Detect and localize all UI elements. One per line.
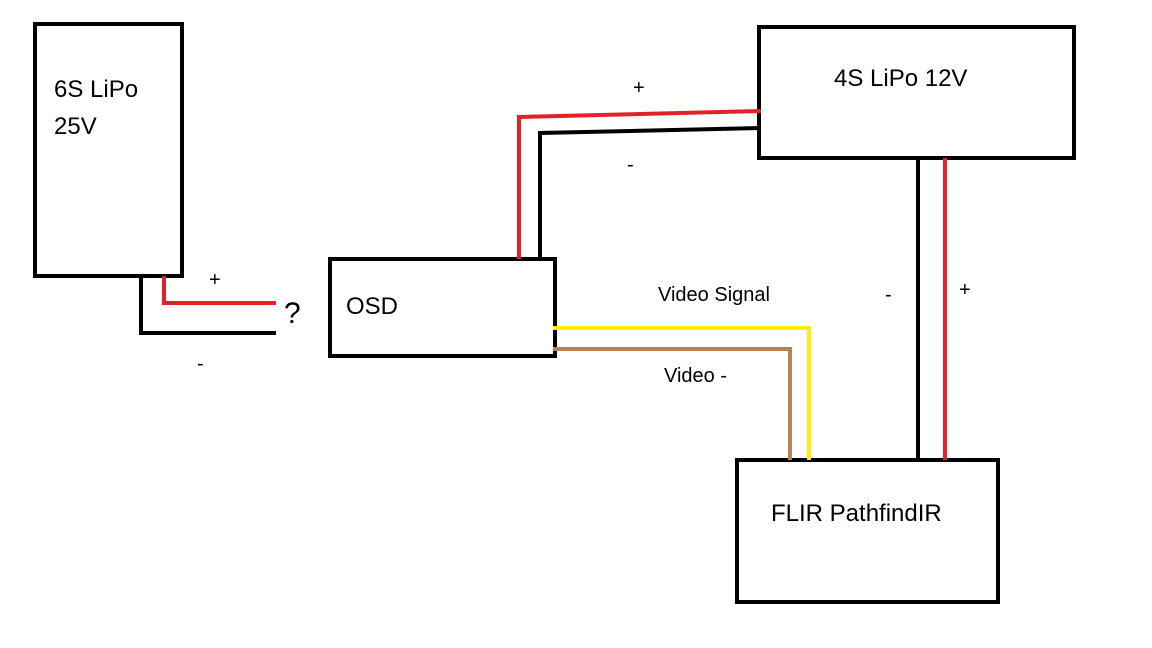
osd-label: OSD [346, 293, 398, 320]
flir-minus-label: - [885, 284, 892, 306]
osd-box [328, 257, 557, 358]
battery-6s-positive-wire [162, 276, 276, 305]
osd-negative-wire [538, 126, 762, 259]
video-signal-label: Video Signal [658, 284, 770, 306]
battery-6s-negative-wire [139, 276, 276, 335]
battery-6s-label-line2: 25V [54, 113, 97, 140]
battery-6s-plus-label: + [209, 269, 221, 291]
battery-6s-label-line1: 6S LiPo [54, 76, 138, 103]
osd-positive-wire [517, 109, 762, 259]
video-ground-label: Video - [664, 365, 727, 387]
flir-plus-label: + [959, 279, 971, 301]
battery-6s-box [33, 22, 184, 278]
video-signal-wire [553, 326, 811, 460]
video-ground-wire [553, 347, 792, 460]
unknown-connection-mark: ? [284, 297, 301, 330]
flir-box [735, 458, 1000, 604]
battery-4s-label: 4S LiPo 12V [834, 65, 967, 92]
flir-label: FLIR PathfindIR [771, 500, 942, 527]
osd-plus-label: + [633, 77, 645, 99]
battery-4s-box [757, 25, 1076, 160]
battery-6s-minus-label: - [197, 353, 204, 375]
osd-minus-label: - [627, 154, 634, 176]
